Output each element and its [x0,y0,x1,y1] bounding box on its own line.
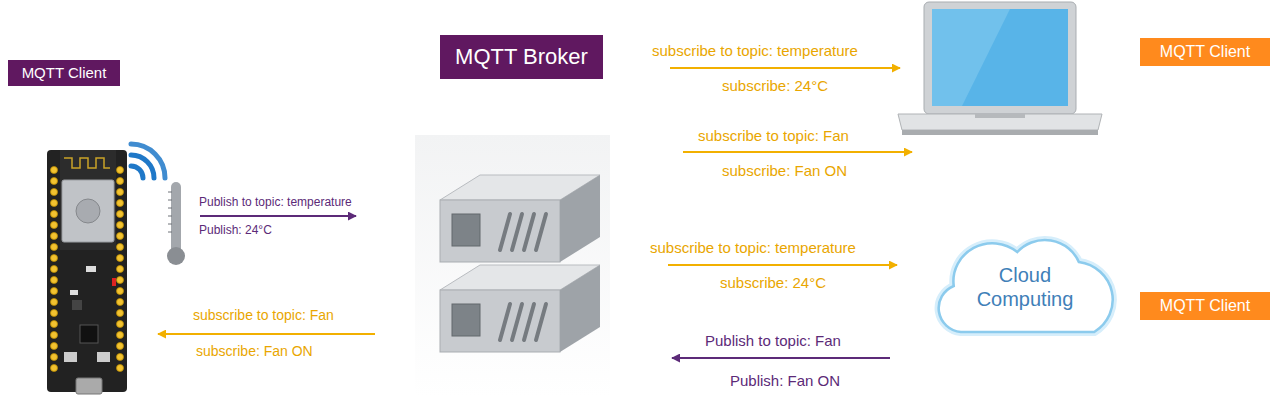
client-tag: MQTT Client [1140,292,1270,320]
node-label: MQTT Client [1160,296,1250,315]
message-label: subscribe: Fan ON [196,343,313,359]
message-label: subscribe: Fan ON [722,162,847,179]
message-label: Publish to topic: Fan [705,332,841,349]
cloud-shape: Cloud Computing [925,222,1125,344]
thermometer [167,182,185,265]
message-label: Publish to topic: temperature [199,196,352,210]
message-label: subscribe to topic: Fan [193,307,334,323]
broker-tag: MQTT Broker [440,35,603,79]
message-label: subscribe to topic: Fan [698,127,849,144]
message-label: subscribe to topic: temperature [652,42,858,59]
laptop-symbol [898,2,1102,135]
message-label: Publish: Fan ON [730,372,840,389]
node-label: MQTT Client [1160,42,1250,61]
server-symbol [440,175,600,352]
message-label: subscribe: 24°C [722,77,828,94]
node-label: MQTT Broker [455,44,588,70]
message-label: subscribe: 24°C [720,274,826,291]
message-label: subscribe to topic: temperature [650,239,856,256]
message-arrow [158,68,912,358]
node-label: MQTT Client [22,64,107,82]
server-ground [415,135,610,397]
cloud-outline [939,240,1113,332]
client-tag: MQTT Client [1140,38,1270,66]
client-tag: MQTT Client [8,60,120,86]
esp32-board [47,150,127,394]
cloud-glow [939,240,1113,332]
cloud-label: Cloud Computing [965,263,1085,311]
wifi-symbol [131,144,165,178]
message-label: Publish: 24°C [199,224,272,238]
